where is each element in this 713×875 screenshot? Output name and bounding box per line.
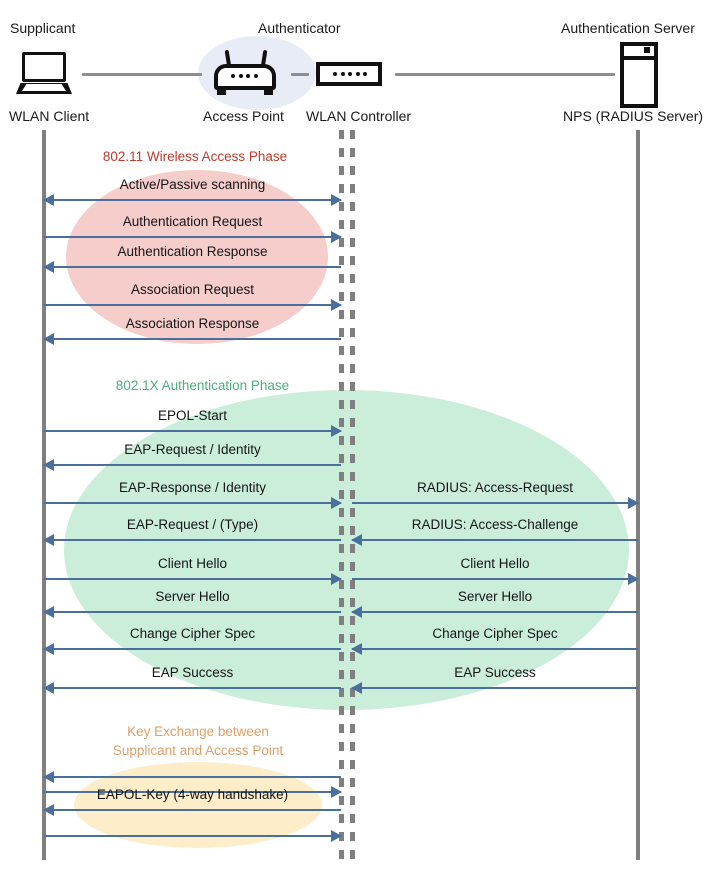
arrow-line xyxy=(44,835,341,837)
phase-ellipse-dot1x-auth xyxy=(64,390,629,710)
phase-heading-wireless-access: 802.11 Wireless Access Phase xyxy=(102,149,288,164)
arrowhead-left-icon xyxy=(43,534,54,546)
link-ap-controller xyxy=(291,73,309,76)
arrowhead-left-icon xyxy=(351,643,362,655)
message-label: EAP Success xyxy=(454,665,536,680)
arrowhead-left-icon xyxy=(43,771,54,783)
arrow-line xyxy=(44,809,341,811)
arrowhead-right-icon xyxy=(331,425,342,437)
arrowhead-left-icon xyxy=(43,333,54,345)
arrowhead-right-icon xyxy=(331,786,342,798)
message-label: EAP-Response / Identity xyxy=(118,480,267,495)
message-label: Server Hello xyxy=(457,589,533,604)
message-label: Change Cipher Spec xyxy=(432,626,558,641)
message-label: EAP-Request / (Type) xyxy=(126,517,259,532)
arrow-line xyxy=(44,791,341,793)
arrowhead-right-icon xyxy=(331,194,342,206)
arrow-line xyxy=(44,199,341,201)
arrowhead-right-icon xyxy=(628,573,639,585)
arrow-line xyxy=(44,304,341,306)
lifeline-supplicant xyxy=(42,130,46,860)
arrow-line xyxy=(44,430,341,432)
message-label: Client Hello xyxy=(460,556,530,571)
actor-role-authenticator: Authenticator xyxy=(258,20,341,36)
arrowhead-left-icon xyxy=(43,261,54,273)
arrow-line xyxy=(44,648,341,650)
arrowhead-left-icon xyxy=(351,606,362,618)
message-label: Association Response xyxy=(125,316,260,331)
arrow-line xyxy=(44,236,341,238)
actor-device-access-point: Access Point xyxy=(203,108,284,124)
message-label: Authentication Response xyxy=(117,244,268,259)
arrow-line xyxy=(44,687,341,689)
arrowhead-right-icon xyxy=(331,830,342,842)
laptop-icon xyxy=(16,52,72,96)
arrowhead-right-icon xyxy=(331,299,342,311)
phase-heading-key-exchange: Key Exchange between Supplicant and Acce… xyxy=(112,724,284,758)
arrow-line xyxy=(44,338,341,340)
message-label: Server Hello xyxy=(155,589,230,604)
arrow-line xyxy=(352,578,638,580)
arrow-line xyxy=(352,687,638,689)
message-label: EAPOL-Key (4-way handshake) xyxy=(96,787,289,802)
message-label: Active/Passive scanning xyxy=(119,177,266,192)
arrowhead-left-icon xyxy=(43,606,54,618)
arrow-line xyxy=(44,502,341,504)
arrowhead-left-icon xyxy=(43,804,54,816)
arrow-line xyxy=(352,502,638,504)
message-label: Authentication Request xyxy=(122,214,263,229)
actor-device-wlan-client: WLAN Client xyxy=(9,108,90,124)
message-label: Client Hello xyxy=(157,556,228,571)
arrow-line xyxy=(44,611,341,613)
message-label: Association Request xyxy=(130,282,255,297)
message-label: EAP Success xyxy=(151,665,234,680)
arrow-line xyxy=(352,648,638,650)
lifeline-access-point xyxy=(339,130,344,860)
arrowhead-left-icon xyxy=(43,682,54,694)
link-controller-nps xyxy=(395,73,615,76)
arrowhead-left-icon xyxy=(351,534,362,546)
arrowhead-left-icon xyxy=(351,682,362,694)
access-point-icon xyxy=(214,49,276,96)
arrow-line xyxy=(44,776,341,778)
server-icon xyxy=(620,42,658,108)
phase-heading-dot1x-auth: 802.1X Authentication Phase xyxy=(115,378,290,393)
arrowhead-left-icon xyxy=(43,194,54,206)
actor-role-authentication-server: Authentication Server xyxy=(561,20,695,36)
message-label: RADIUS: Access-Request xyxy=(416,480,574,495)
arrow-line xyxy=(44,539,341,541)
message-label: EAP-Request / Identity xyxy=(124,442,261,457)
arrowhead-left-icon xyxy=(43,643,54,655)
message-label: EPOL-Start xyxy=(157,408,228,423)
arrow-line xyxy=(352,611,638,613)
arrow-line xyxy=(44,266,341,268)
arrowhead-right-icon xyxy=(331,497,342,509)
actor-device-nps: NPS (RADIUS Server) xyxy=(563,108,704,124)
arrow-line xyxy=(44,464,341,466)
actor-role-supplicant: Supplicant xyxy=(10,20,76,36)
lifeline-authentication-server xyxy=(636,130,640,860)
arrow-line xyxy=(352,539,638,541)
actor-device-wlan-controller: WLAN Controller xyxy=(306,108,412,124)
lifeline-wlan-controller xyxy=(350,130,355,860)
message-label: Change Cipher Spec xyxy=(129,626,256,641)
link-client-ap xyxy=(82,73,202,76)
message-label: RADIUS: Access-Challenge xyxy=(411,517,579,532)
arrow-line xyxy=(44,578,341,580)
arrowhead-left-icon xyxy=(43,459,54,471)
arrowhead-right-icon xyxy=(331,231,342,243)
arrowhead-right-icon xyxy=(628,497,639,509)
wlan-controller-icon xyxy=(316,62,382,86)
arrowhead-right-icon xyxy=(331,573,342,585)
